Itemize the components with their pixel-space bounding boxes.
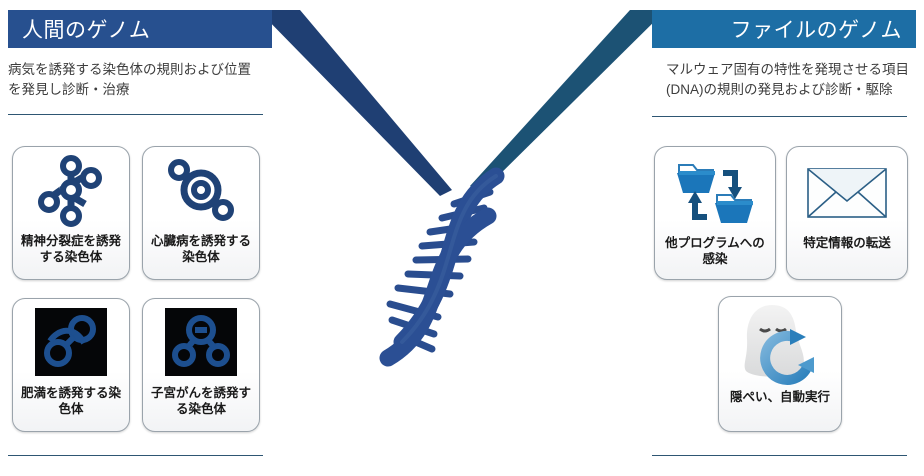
card-stealth-autorun[interactable]: 隠ぺい、自動実行 <box>718 296 842 432</box>
card-label: 隠ぺい、自動実行 <box>729 390 830 404</box>
chromosome-loop-icon-wrapper <box>13 299 129 385</box>
left-panel-title: 人間のゲノム <box>22 19 151 42</box>
card-label: 精神分裂症を誘発する染色体 <box>20 234 121 264</box>
folder-sync-icon <box>655 147 775 235</box>
card-label: 心臓病を誘発する染色体 <box>150 234 251 264</box>
right-divider-top <box>652 116 907 117</box>
left-panel: 人間のゲノム 病気を誘発する染色体の規則および位置を発見し診断・治療 <box>0 0 272 476</box>
envelope-icon <box>787 147 907 235</box>
card-heart-disease[interactable]: 心臓病を誘発する染色体 <box>142 146 260 280</box>
card-obesity[interactable]: 肥満を誘発する染色体 <box>12 298 130 432</box>
right-panel-title: ファイルのゲノム <box>730 19 902 42</box>
right-panel: ファイルのゲノム マルウェア固有の特性を発現させる項目(DNA)の規則の発見およ… <box>652 0 924 476</box>
chromosome-loop-icon <box>44 315 96 367</box>
folder-glyph <box>715 194 753 223</box>
folder-glyph <box>677 164 715 193</box>
left-panel-banner: 人間のゲノム <box>8 10 272 48</box>
chromosome-ring-icon <box>143 147 259 233</box>
chromosome-cluster-icon <box>13 147 129 233</box>
card-label: 他プログラムへの感染 <box>665 236 765 266</box>
left-divider-bottom <box>8 455 263 456</box>
card-transfer-information[interactable]: 特定情報の転送 <box>786 146 908 280</box>
right-panel-banner: ファイルのゲノム <box>652 10 916 48</box>
ghost-refresh-icon <box>719 297 841 389</box>
refresh-arrows <box>760 329 814 385</box>
card-schizophrenia[interactable]: 精神分裂症を誘発する染色体 <box>12 146 130 280</box>
left-divider-top <box>8 114 263 115</box>
chromosome-triad-icon <box>172 315 230 367</box>
card-label: 子宮がんを誘発する染色体 <box>150 386 251 416</box>
card-label: 肥満を誘発する染色体 <box>20 386 121 416</box>
right-divider-bottom <box>652 455 907 456</box>
card-label: 特定情報の転送 <box>803 236 891 250</box>
card-uterine-cancer[interactable]: 子宮がんを誘発する染色体 <box>142 298 260 432</box>
card-infect-other-programs[interactable]: 他プログラムへの感染 <box>654 146 776 280</box>
chromosome-triad-icon-wrapper <box>143 299 259 385</box>
dark-icon-background <box>165 308 237 376</box>
right-panel-description: マルウェア固有の特性を発現させる項目(DNA)の規則の発見および診断・駆除 <box>666 62 909 97</box>
dark-icon-background <box>35 308 107 376</box>
left-panel-description: 病気を誘発する染色体の規則および位置を発見し診断・治療 <box>8 62 251 97</box>
dna-double-helix-icon <box>379 167 505 367</box>
